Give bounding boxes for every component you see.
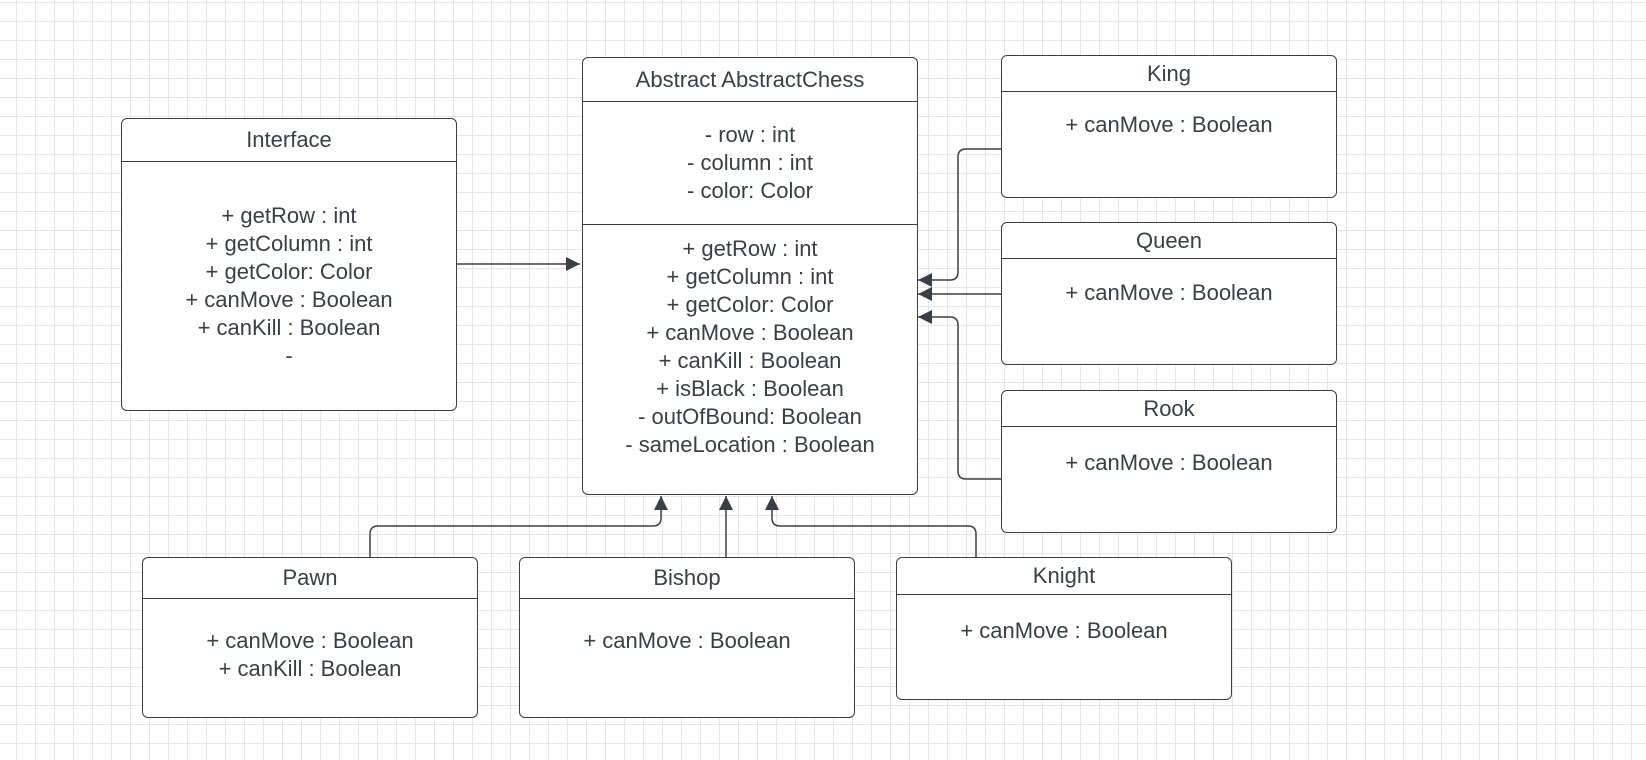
method-entry: + canMove : Boolean — [1065, 450, 1273, 475]
queen-methods: + canMove : Boolean — [1002, 279, 1336, 307]
method-entry: + canKill : Boolean — [218, 656, 402, 681]
pawn-class-box: Pawn + canMove : Boolean + canKill : Boo… — [142, 557, 478, 718]
abstract-chess-class-title: Abstract AbstractChess — [583, 58, 917, 102]
method-entry: + canMove : Boolean — [583, 628, 791, 653]
attribute-entry: - color: Color — [687, 178, 813, 203]
attribute-entry: - row : int — [704, 122, 796, 147]
rook-to-abstract-connector — [918, 310, 1001, 480]
bishop-methods: + canMove : Boolean — [520, 627, 854, 655]
method-entry: + canMove : Boolean — [1065, 112, 1273, 137]
method-entry: + getRow : int — [221, 203, 357, 228]
method-entry: + getColumn : int — [666, 264, 834, 289]
attribute-entry: - column : int — [687, 150, 813, 175]
method-entry: + canMove : Boolean — [185, 287, 393, 312]
queen-class-title: Queen — [1002, 223, 1336, 259]
pawn-to-abstract-connector — [369, 496, 668, 557]
method-entry: + canKill : Boolean — [197, 315, 381, 340]
interface-class-box: Interface + getRow : int + getColumn : i… — [121, 118, 457, 411]
method-entry: + getColor: Color — [205, 259, 373, 284]
bishop-class-box: Bishop + canMove : Boolean — [519, 557, 855, 718]
king-class-box: King + canMove : Boolean — [1001, 55, 1337, 198]
interface-class-title: Interface — [122, 119, 456, 162]
method-entry: + getColor: Color — [666, 292, 834, 317]
abstract-chess-attributes: - row : int - column : int - color: Colo… — [583, 102, 917, 225]
method-entry: + canMove : Boolean — [1065, 280, 1273, 305]
pawn-methods: + canMove : Boolean + canKill : Boolean — [143, 627, 477, 683]
method-entry: - outOfBound: Boolean — [638, 404, 862, 429]
abstract-chess-methods: + getRow : int + getColumn : int + getCo… — [583, 235, 917, 459]
knight-class-box: Knight + canMove : Boolean — [896, 557, 1232, 700]
rook-methods: + canMove : Boolean — [1002, 449, 1336, 477]
king-class-title: King — [1002, 56, 1336, 92]
pawn-class-title: Pawn — [143, 558, 477, 599]
interface-methods: + getRow : int + getColumn : int + getCo… — [122, 162, 456, 410]
method-entry: - sameLocation : Boolean — [625, 432, 875, 457]
king-methods: + canMove : Boolean — [1002, 111, 1336, 139]
abstract-chess-class-box: Abstract AbstractChess - row : int - col… — [582, 57, 918, 495]
bishop-class-title: Bishop — [520, 558, 854, 599]
method-entry: + getRow : int — [682, 236, 818, 261]
rook-class-title: Rook — [1002, 391, 1336, 427]
rook-class-box: Rook + canMove : Boolean — [1001, 390, 1337, 533]
queen-class-box: Queen + canMove : Boolean — [1001, 222, 1337, 365]
method-entry: + canMove : Boolean — [646, 320, 854, 345]
method-entry: - — [285, 343, 293, 368]
method-entry: + isBlack : Boolean — [656, 376, 844, 401]
method-entry: + getColumn : int — [205, 231, 373, 256]
method-entry: + canMove : Boolean — [206, 628, 414, 653]
king-to-abstract-connector — [918, 148, 1001, 287]
knight-methods: + canMove : Boolean — [897, 617, 1231, 645]
method-entry: + canKill : Boolean — [658, 348, 842, 373]
method-entry: + canMove : Boolean — [960, 618, 1168, 643]
knight-to-abstract-connector — [765, 496, 977, 557]
knight-class-title: Knight — [897, 558, 1231, 595]
